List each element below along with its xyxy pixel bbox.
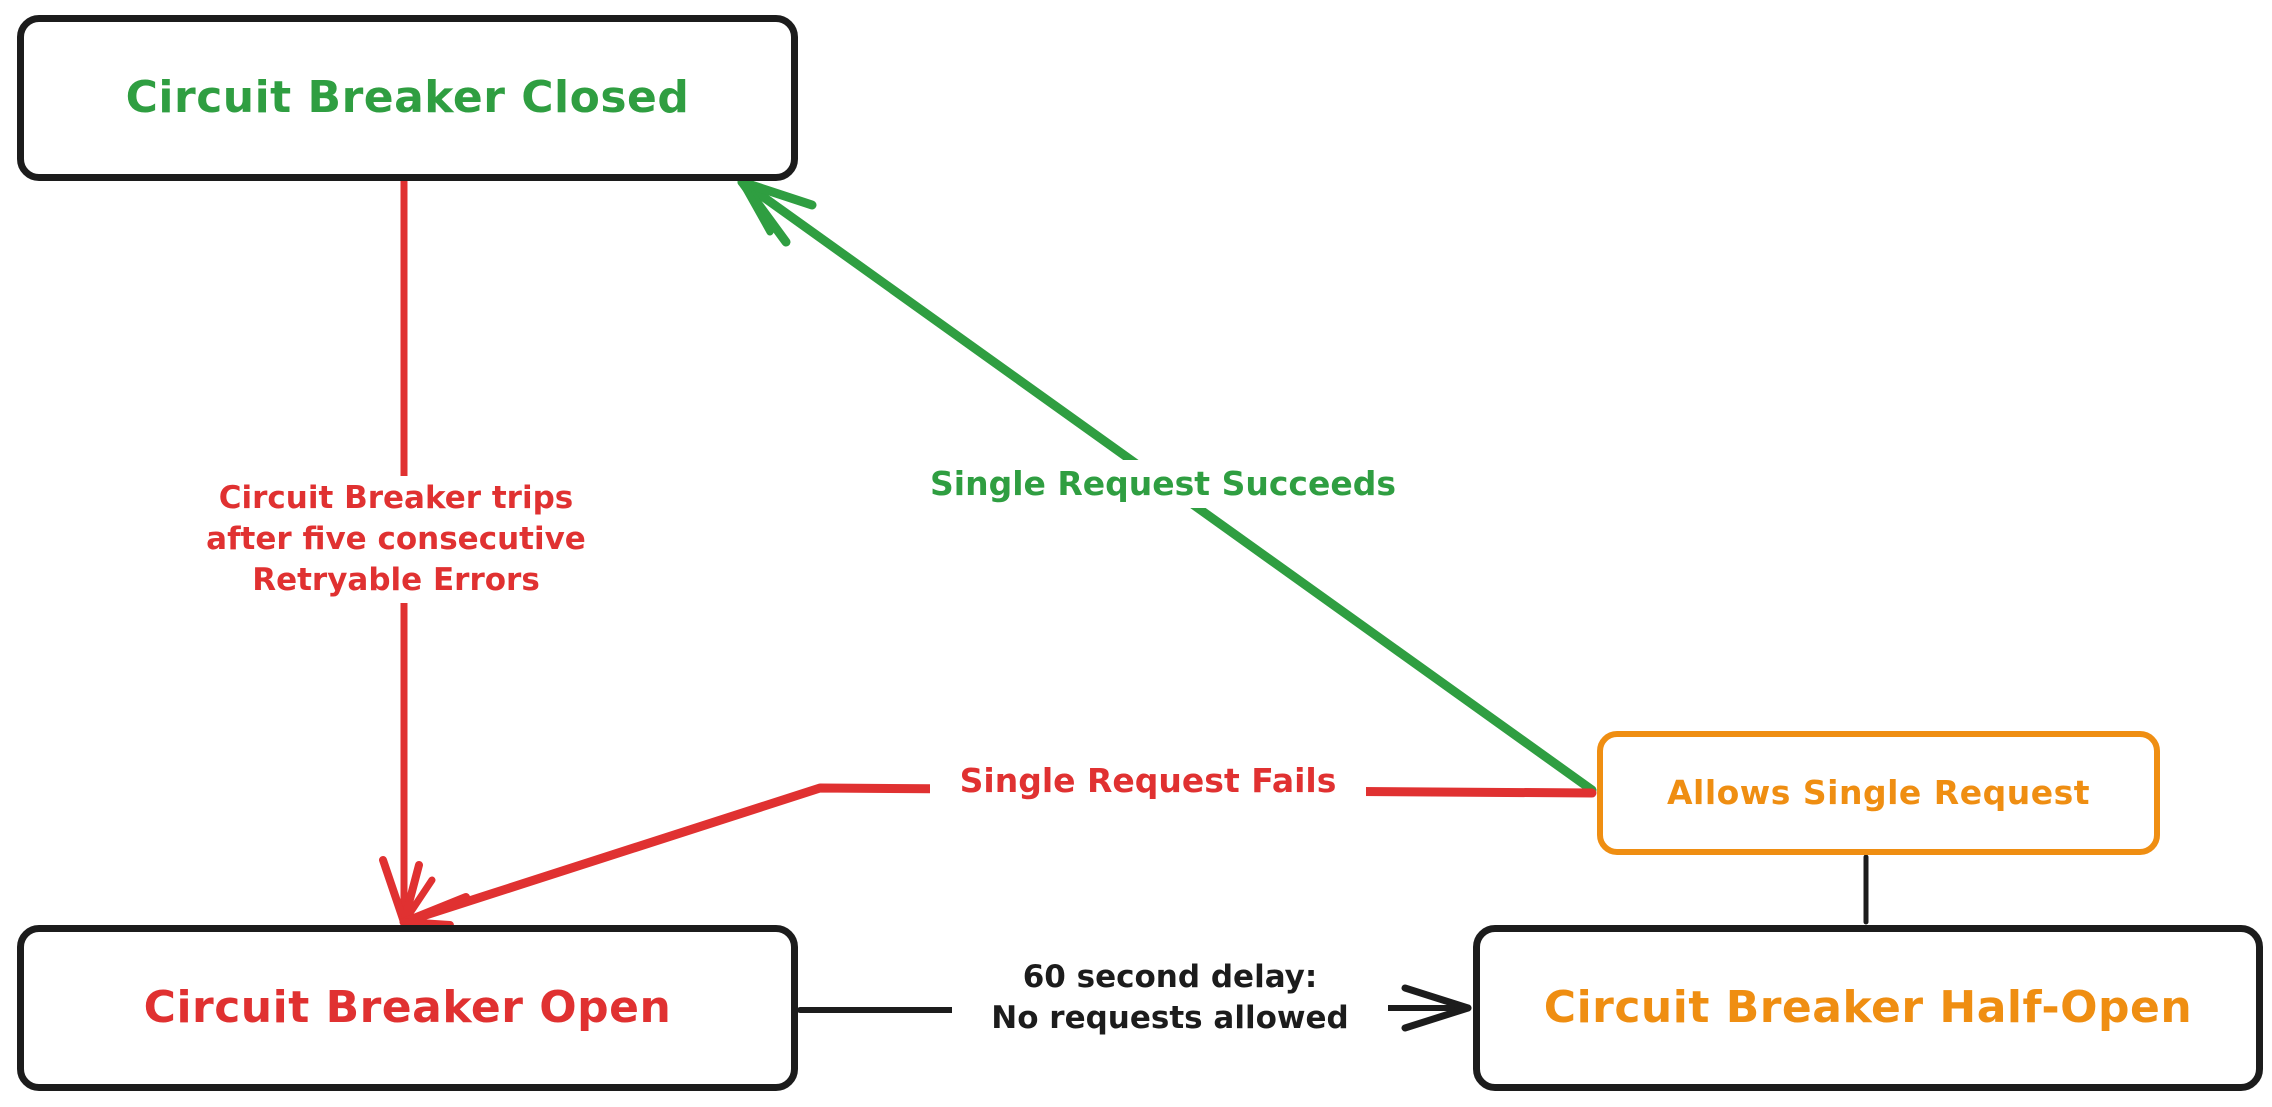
node-label-half-open: Circuit Breaker Half-Open [1543,981,2193,1033]
edge-label-single-request-fails: Single Request Fails [930,757,1366,805]
node-label-allows-single-request: Allows Single Request [1666,772,2091,812]
node-label-open: Circuit Breaker Open [143,981,672,1033]
edge-label-circuit-breaker-trips: Circuit Breaker trips after five consecu… [178,476,614,603]
node-circuit-breaker-closed[interactable]: Circuit Breaker Closed [17,15,798,181]
node-circuit-breaker-open[interactable]: Circuit Breaker Open [17,925,798,1091]
edge-allows-to-open [399,783,1597,929]
node-allows-single-request[interactable]: Allows Single Request [1597,731,2160,855]
edge-label-60-second-delay: 60 second delay: No requests allowed [952,955,1388,1041]
node-circuit-breaker-half-open[interactable]: Circuit Breaker Half-Open [1473,925,2263,1091]
node-label-closed: Circuit Breaker Closed [125,71,690,123]
edge-label-single-request-succeeds: Single Request Succeeds [905,460,1421,508]
